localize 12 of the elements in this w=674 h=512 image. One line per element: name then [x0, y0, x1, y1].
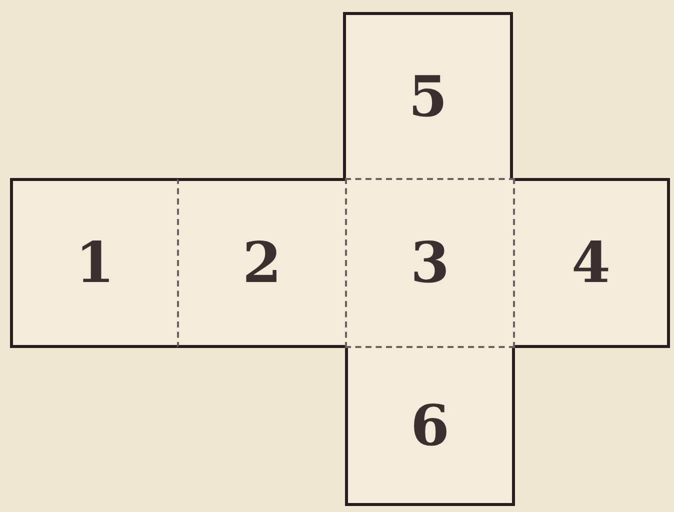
- net-square: [513, 178, 670, 348]
- face-number: 1: [76, 230, 114, 296]
- net-square: [343, 12, 513, 180]
- face-number: 3: [410, 230, 450, 296]
- face-number: 2: [242, 230, 282, 296]
- face-number: 5: [408, 64, 448, 130]
- net-square: [10, 178, 179, 348]
- net-square: [177, 178, 347, 348]
- net-square: [345, 346, 515, 506]
- net-square: [345, 178, 515, 348]
- face-number: 6: [410, 392, 450, 458]
- face-number: 4: [572, 230, 610, 296]
